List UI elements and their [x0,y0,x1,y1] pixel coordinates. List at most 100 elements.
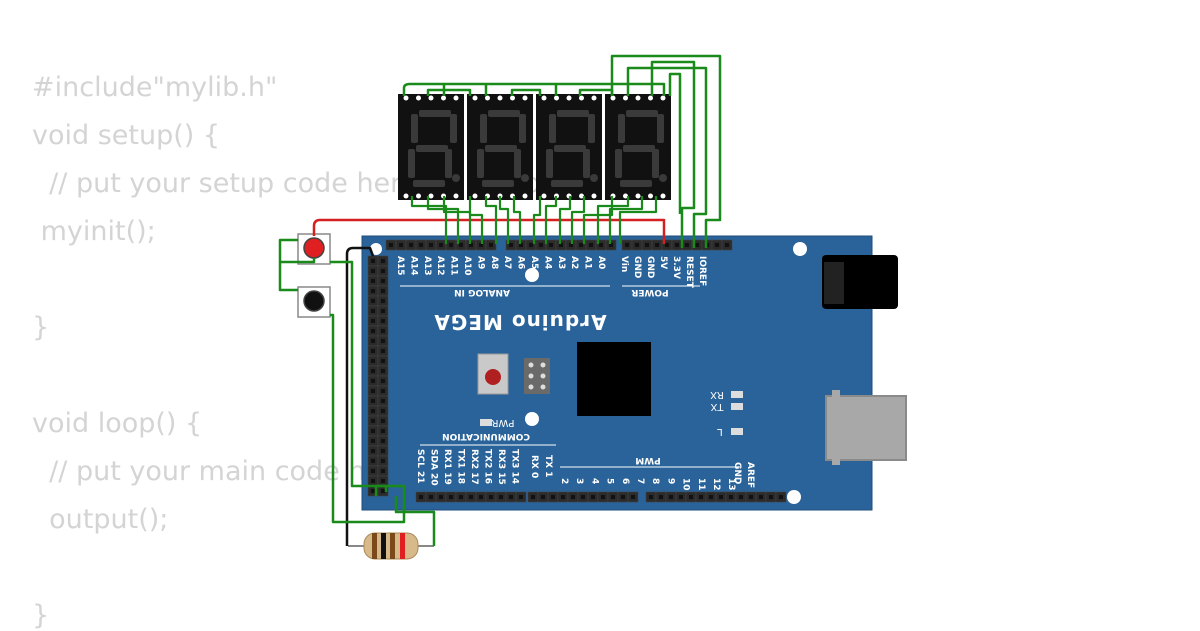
digital-header-pin-hole [381,419,385,423]
wire-digit-1[interactable] [610,54,722,248]
reset-button[interactable] [485,369,501,385]
wire-button-1b[interactable] [278,238,298,262]
digit-pin [610,95,616,101]
wire-digit-4[interactable] [668,72,682,214]
comm-pin-label: TX2 16 [483,449,493,484]
analog-pin-label: A13 [422,256,432,276]
wire-seg-top-1[interactable] [402,82,666,96]
analog-pin-label: A3 [556,256,566,269]
analog-header-pin-hole [589,243,593,247]
analog-header-pin-hole [429,243,433,247]
digit-pin [648,193,653,199]
digit-pin [453,193,459,199]
arduino-mega-board-icon[interactable]: ANALOG IN POWER Arduino MEGA PWR R [361,235,873,511]
power-pin-label: 5V [658,256,668,269]
bottom-header-pin-hole [541,495,545,499]
power-pin-label: RESET [684,256,694,289]
digital-header-pin-hole [371,289,375,293]
wire-segment [608,196,644,244]
bottom-header-pin-hole [779,495,783,499]
digital-header-pin-hole [371,349,375,353]
wire-resistor[interactable] [394,496,436,546]
digit-pin [522,95,528,101]
digit-pin [660,193,666,199]
wire-digit-3[interactable] [650,60,696,248]
analog-header-pin-hole [389,243,393,247]
wire-digit-2[interactable] [626,66,708,248]
wire-button-1[interactable] [278,258,316,292]
bottom-header-pin-hole [709,495,713,499]
digital-header-pin-hole [371,259,375,263]
push-button-red-icon[interactable] [297,233,331,265]
digital-header-pin-hole [381,319,385,323]
code-line-8: void loop() { [32,408,203,439]
wire-button-3[interactable] [330,313,406,524]
icsp-pin [540,384,546,390]
wire-button-2[interactable] [330,260,388,492]
digital-header-pin-hole [371,279,375,283]
digit-pin [635,193,641,199]
digit-pin [453,95,459,101]
bottom-header-pin-hole [769,495,773,499]
analog-header-pin-hole [459,243,463,247]
digit-pin [416,193,421,199]
analog-pin-label: A10 [462,256,472,276]
digital-header-pin-hole [381,469,385,473]
decimal-point [521,174,529,182]
segment [554,145,586,152]
digital-header-pin-hole [371,459,375,463]
power-label: POWER [631,287,668,297]
seven-segment-digit [536,94,602,200]
digital-header-pin-hole [381,259,385,263]
power-pin-label: GND [632,256,642,278]
seven-segment-digit [398,94,464,200]
power-header-pin-hole [715,243,719,247]
wire-ground[interactable] [345,246,375,546]
comm-pin-label: SCL 21 [415,449,425,483]
wire-seg-top-2[interactable] [426,88,472,96]
segment [657,114,664,143]
power-pin-label: GND [645,256,655,278]
board-title: Arduino MEGA [433,310,606,334]
usb-port-icon [825,390,907,465]
power-header-pin-hole [695,243,699,247]
wire-seg-top-5[interactable] [510,88,542,96]
push-button-black-icon[interactable] [297,286,331,318]
digital-header-pin-hole [371,479,375,483]
bottom-header-pin-hole [439,495,443,499]
power-header-pin-hole [655,243,659,247]
digital-header-pin-hole [371,269,375,273]
rx-led [731,391,743,398]
analog-header-pin-hole [439,243,443,247]
digit-pin [579,95,584,101]
seven-segment-digit [467,94,533,200]
pwm-pin-label: 6 [620,478,630,484]
digital-header-bottom [415,491,787,503]
comm-pin-label: SDA 20 [429,449,439,486]
wire-power[interactable] [312,218,666,244]
digital-header-pin-hole [381,459,385,463]
analog-pin-label: A5 [529,256,539,269]
analog-in-label: ANALOG IN [454,287,510,297]
wire-segment [512,196,522,244]
analog-pin-label: A4 [542,256,552,269]
digital-header-pin-hole [371,379,375,383]
icsp-pin [528,362,534,368]
wires [278,54,722,546]
aref-pin-label: GND [732,462,742,484]
digital-header-pin-hole [381,309,385,313]
bottom-header-pin-hole [649,495,653,499]
communication-label: COMMUNICATION [442,431,530,441]
digital-header-pin-hole [381,439,385,443]
segment [618,114,625,143]
digital-header-pin-hole [381,299,385,303]
analog-pin-label: A6 [516,256,526,269]
pwm-pin-label: 13 [726,478,736,491]
power-header-pin-hole [635,243,639,247]
analog-header-pin-hole [409,243,413,247]
aref-pin-label: AREF [745,462,755,488]
power-pin-label: 3.3V [671,256,681,279]
analog-header-pin-hole [509,243,513,247]
